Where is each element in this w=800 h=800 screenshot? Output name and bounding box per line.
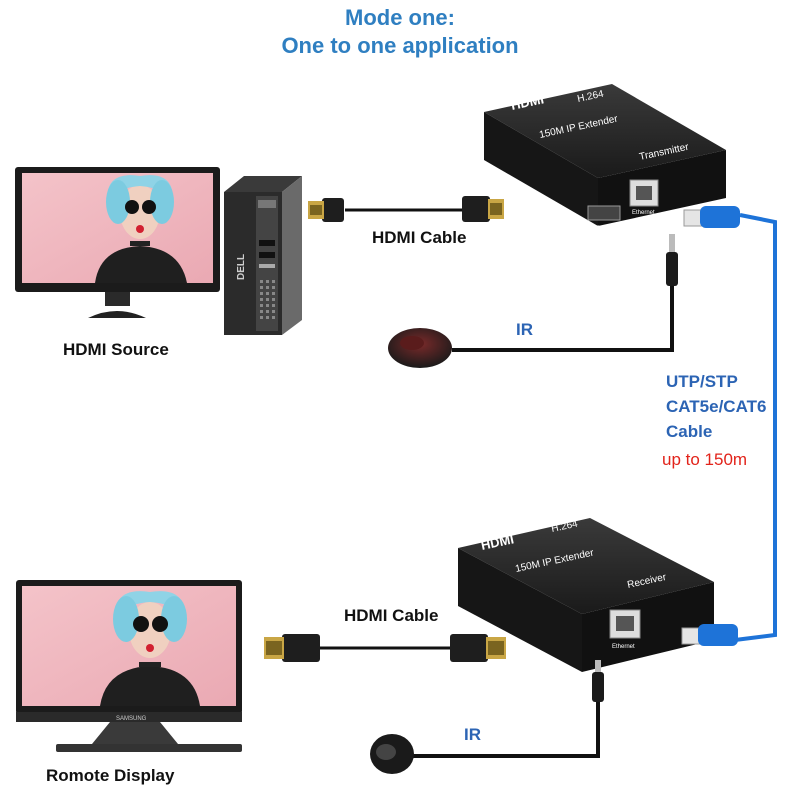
pc-brand-logo: DELL: [236, 254, 247, 280]
cable-spec-line3: Cable: [666, 422, 713, 441]
hdmi-plug-top-left: [308, 198, 344, 222]
cable-spec-line1: UTP/STP: [666, 372, 738, 391]
diagram-title-line1: Mode one:: [345, 5, 455, 30]
receiver-box: HDMI H.264 150M IP Extender Receiver Eth…: [458, 518, 714, 672]
tx-ethernet-port: [629, 179, 659, 207]
source-monitor: [15, 167, 220, 318]
hdmi-plug-bottom-right: [450, 634, 506, 662]
remote-display-label: Romote Display: [46, 766, 175, 785]
tx-brand-logo: HDMI: [510, 91, 546, 113]
ir-receiver-bottom: [370, 734, 414, 774]
ir-jack-bottom: [592, 660, 604, 702]
rj45-plug-bottom: [681, 624, 738, 646]
ir-jack-top: [666, 234, 678, 286]
rx-port-eth-label: Ethernet: [612, 644, 635, 650]
monitor-brand-logo: SAMSUNG: [116, 716, 147, 722]
ir-bottom-label: IR: [464, 725, 481, 744]
hdmi-cable-bottom-label: HDMI Cable: [344, 606, 439, 625]
pc-tower: DELL: [224, 176, 302, 335]
tx-hdmi-port: [587, 205, 621, 221]
cable-distance: up to 150m: [662, 450, 748, 469]
tx-port-eth-label: Ethernet: [632, 210, 655, 216]
diagram-title-line2: One to one application: [281, 33, 519, 58]
hdmi-plug-bottom-left: [264, 634, 320, 662]
hdmi-source-label: HDMI Source: [63, 340, 169, 359]
rx-brand-logo: HDMI: [480, 531, 516, 553]
display-monitor: SAMSUNG: [16, 580, 242, 752]
woman-image: [100, 591, 200, 706]
tx-port-hdmi-label: HDMI OUT: [592, 226, 622, 232]
cable-spec-line2: CAT5e/CAT6: [666, 397, 767, 416]
hdmi-plug-top-right: [462, 196, 504, 222]
hdmi-cable-top-label: HDMI Cable: [372, 228, 467, 247]
ir-cable-bottom: [412, 700, 600, 758]
woman-image: [95, 175, 187, 283]
cat-cable: [734, 213, 777, 642]
rj45-plug-top: [683, 206, 740, 228]
ir-top-label: IR: [516, 320, 533, 339]
transmitter-box: HDMI H.264 150M IP Extender Transmitter …: [484, 84, 726, 232]
ir-receiver-top: [388, 328, 452, 368]
ir-cable-top: [452, 285, 674, 352]
